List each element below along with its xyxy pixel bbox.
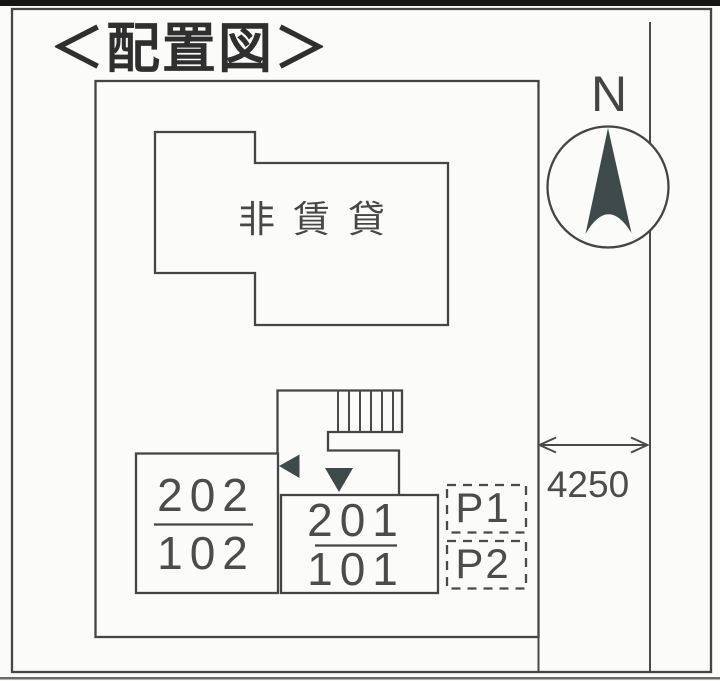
site-boundary [94, 79, 540, 639]
unit-box-202-102: 202 102 [134, 452, 280, 595]
dimension-label: 4250 [547, 464, 629, 505]
parking-box-dashed [445, 539, 528, 590]
building-label: 非賃貸 [238, 199, 403, 240]
stair-lobby-outline [276, 389, 404, 495]
entry-arrow-left-icon [279, 454, 300, 478]
dimension-arrowhead-left [537, 436, 557, 454]
unit-box-201-101: 201 101 [279, 493, 440, 595]
north-label: N [591, 66, 627, 122]
parking-box-dashed [445, 483, 528, 534]
page-title: ＜配置図＞ [50, 19, 330, 79]
parking-label-p2: P2 [455, 540, 510, 587]
unit-number-201: 201 [307, 494, 405, 546]
stairs-hatching [337, 391, 394, 432]
unit-number-102: 102 [157, 527, 255, 579]
unit-number-101: 101 [307, 543, 405, 595]
compass-needle-icon [585, 128, 632, 234]
building-outline [153, 130, 450, 327]
unit-number-202: 202 [157, 469, 255, 521]
parking-label-p1: P1 [455, 484, 510, 531]
scan-edge-bottom [0, 677, 720, 680]
entry-arrow-down-icon [325, 468, 353, 492]
outer-frame [10, 7, 713, 674]
unit-box-outline [134, 452, 280, 595]
scan-edge-top [0, 0, 720, 6]
parking-space-p1: P1 [445, 483, 528, 534]
dimension-arrowhead-right [630, 436, 650, 454]
dimension-arrow [537, 436, 650, 454]
unit-box-outline [279, 493, 440, 595]
parking-space-p2: P2 [445, 539, 528, 590]
